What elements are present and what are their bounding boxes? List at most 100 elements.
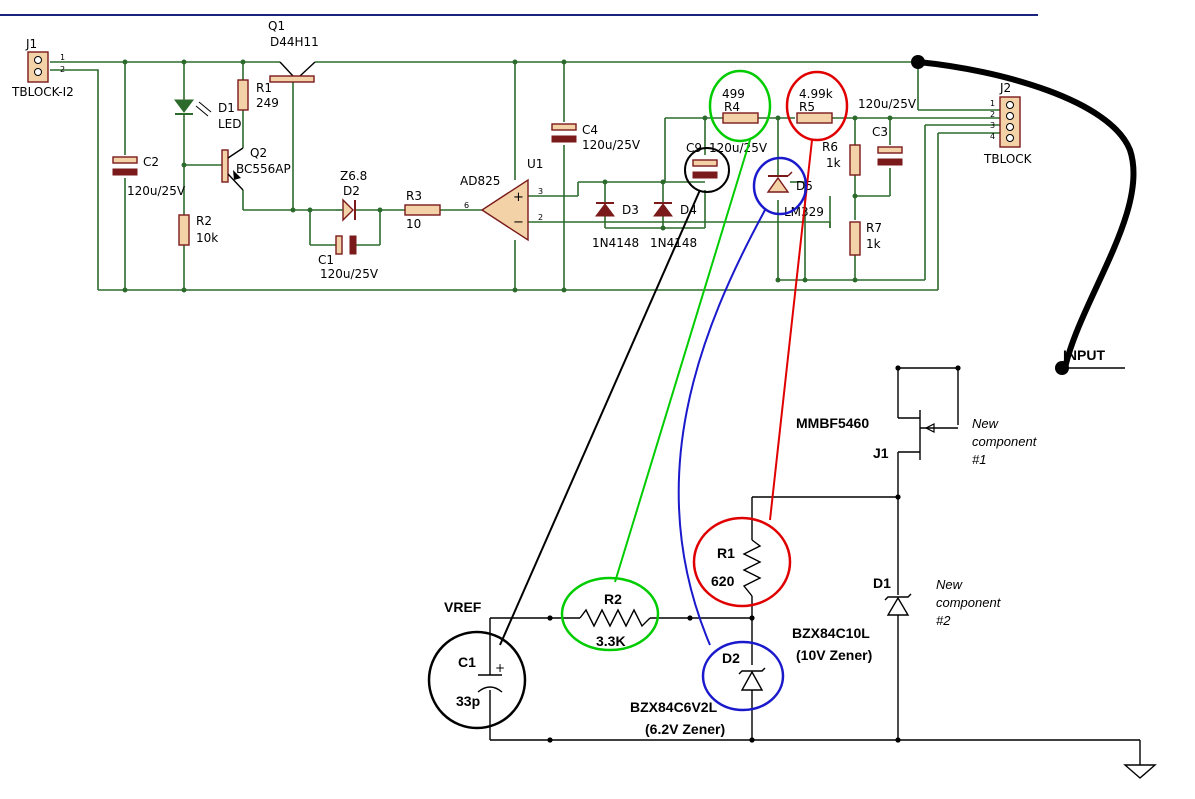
svg-text:R2: R2: [604, 591, 622, 607]
svg-text:249: 249: [256, 96, 279, 110]
svg-text:C2: C2: [143, 155, 159, 169]
svg-text:R4: R4: [724, 100, 740, 114]
svg-text:120u/25V: 120u/25V: [709, 141, 768, 155]
svg-text:BC556AP: BC556AP: [236, 162, 291, 176]
svg-text:J2: J2: [999, 81, 1011, 95]
note-new-component-1: New component #1: [972, 416, 1038, 467]
d1-bottom-zener: D1 BZX84C10L (10V Zener): [792, 575, 912, 663]
vref-label: VREF: [444, 599, 482, 615]
svg-text:+: +: [495, 661, 505, 675]
svg-text:1N4148: 1N4148: [650, 236, 697, 250]
blue-annotation: [677, 156, 808, 712]
svg-text:33p: 33p: [456, 693, 480, 709]
svg-text:2: 2: [538, 213, 543, 222]
svg-text:4.99k: 4.99k: [799, 87, 833, 101]
svg-text:Q2: Q2: [250, 146, 267, 160]
svg-text:+: +: [513, 190, 524, 205]
c2-capacitor: C2 120u/25V: [112, 155, 186, 198]
r6-resistor: R6 1k: [822, 140, 861, 176]
svg-text:New: New: [936, 577, 964, 592]
svg-text:J1: J1: [873, 445, 889, 461]
svg-text:BZX84C10L: BZX84C10L: [792, 625, 870, 641]
svg-text:3: 3: [538, 187, 543, 196]
q2-transistor: Q2 BC556AP: [221, 146, 291, 191]
d2-bottom-zener: D2 BZX84C6V2L (6.2V Zener): [630, 650, 766, 737]
svg-text:C1: C1: [458, 654, 476, 670]
svg-text:620: 620: [711, 573, 735, 589]
svg-text:component: component: [936, 595, 1002, 610]
svg-text:TBLOCK: TBLOCK: [983, 152, 1033, 166]
r3-resistor: R3 10 6: [404, 189, 469, 231]
black-annotation: [427, 147, 730, 730]
svg-text:(10V Zener): (10V Zener): [796, 647, 872, 663]
svg-text:New: New: [972, 416, 1000, 431]
d5-reference: D5 LM329: [766, 171, 824, 219]
j1-connector: 1 2 J1 TBLOCK-I2: [11, 37, 74, 99]
svg-text:1k: 1k: [866, 237, 881, 251]
d1-led: D1 LED: [174, 99, 242, 131]
svg-text:Q1: Q1: [268, 19, 285, 33]
r4-resistor: 499 R4: [722, 87, 759, 124]
c1-capacitor: C1 120u/25V: [318, 235, 379, 281]
svg-text:6: 6: [464, 201, 469, 210]
red-annotation: [692, 70, 849, 608]
svg-text:C9: C9: [686, 141, 702, 155]
svg-text:2: 2: [990, 110, 995, 119]
svg-text:LED: LED: [218, 117, 242, 131]
svg-text:2: 2: [60, 65, 65, 74]
svg-text:120u/25V: 120u/25V: [582, 138, 641, 152]
svg-text:D5: D5: [796, 179, 813, 193]
svg-text:10: 10: [406, 217, 421, 231]
q1-transistor: Q1 D44H11: [268, 19, 319, 83]
c4-capacitor: C4 120u/25V: [551, 123, 641, 152]
svg-text:1: 1: [60, 53, 65, 62]
svg-text:C3: C3: [872, 125, 888, 139]
d3-diode: D3 1N4148: [592, 202, 639, 250]
svg-text:R1: R1: [256, 81, 272, 95]
svg-text:Z6.8: Z6.8: [340, 169, 367, 183]
note-new-component-2: New component #2: [936, 577, 1002, 628]
u1-opamp: + − 3 2 AD825 U1: [460, 157, 543, 242]
input-label: INPUT: [1063, 347, 1105, 363]
svg-text:(6.2V Zener): (6.2V Zener): [645, 721, 725, 737]
c1-bottom-capacitor: + C1 33p: [456, 654, 505, 709]
svg-text:−: −: [513, 215, 524, 230]
svg-text:C4: C4: [582, 123, 598, 137]
svg-text:AD825: AD825: [460, 174, 500, 188]
j2-connector: 1 2 3 4 J2 TBLOCK: [983, 81, 1033, 166]
r7-resistor: R7 1k: [849, 221, 882, 256]
svg-text:D2: D2: [343, 184, 360, 198]
top-junctions: [122, 59, 893, 293]
svg-text:D2: D2: [722, 650, 740, 666]
bottom-junctions: [547, 365, 961, 743]
svg-text:1: 1: [990, 99, 995, 108]
svg-text:D1: D1: [218, 101, 235, 115]
svg-text:R3: R3: [406, 189, 422, 203]
svg-text:1N4148: 1N4148: [592, 236, 639, 250]
svg-text:R6: R6: [822, 140, 838, 154]
d4-diode: D4 1N4148: [650, 202, 697, 250]
r2-bottom-resistor: R2 3.3K: [579, 591, 651, 649]
svg-text:#2: #2: [936, 613, 951, 628]
svg-text:3: 3: [990, 121, 995, 130]
svg-text:#1: #1: [972, 452, 986, 467]
j1-ref: J1: [25, 37, 37, 51]
svg-text:120u/25V: 120u/25V: [127, 184, 186, 198]
r1-resistor: R1 249: [237, 79, 279, 111]
svg-text:120u/25V: 120u/25V: [858, 97, 917, 111]
r5-resistor: 4.99k R5: [796, 87, 833, 124]
svg-text:D44H11: D44H11: [270, 35, 319, 49]
c9-capacitor: C9 120u/25V: [686, 141, 768, 179]
svg-text:MMBF5460: MMBF5460: [796, 415, 869, 431]
ground-icon: [1123, 764, 1157, 779]
svg-text:120u/25V: 120u/25V: [320, 267, 379, 281]
svg-text:C1: C1: [318, 253, 334, 267]
d2-zener: Z6.8 D2: [336, 169, 367, 222]
svg-text:499: 499: [722, 87, 745, 101]
svg-text:10k: 10k: [196, 231, 218, 245]
r2-resistor: R2 10k: [178, 214, 218, 246]
green-annotation: [560, 69, 772, 652]
svg-text:4: 4: [990, 132, 995, 141]
svg-text:D3: D3: [622, 203, 639, 217]
